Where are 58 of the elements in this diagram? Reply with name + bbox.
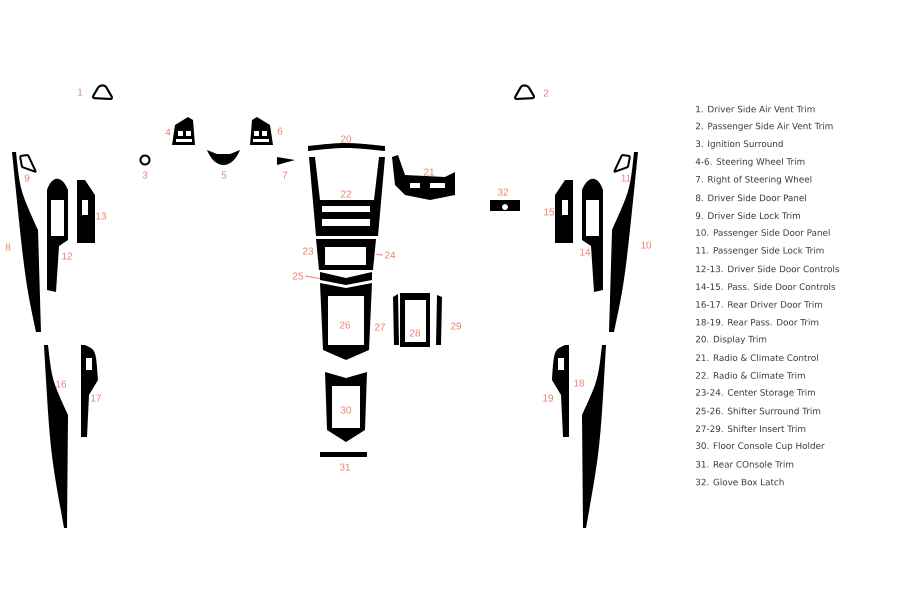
parts-list-entry: 27-29. Shifter Insert Trim [696,425,806,432]
callout-number: 22 [340,190,352,198]
leader-line [305,275,320,280]
callout-number: 30 [340,406,352,414]
callout-number: 15 [544,208,554,216]
parts-list-entry: 11. Passenger Side Lock Trim [696,246,824,256]
callout-number: 3 [142,171,148,179]
parts-list-entry: 8. Driver Side Door Panel [696,194,806,202]
callout-number: 7 [282,172,288,178]
callout-number: 14 [580,248,590,256]
callout-number: 32 [498,188,508,196]
trim-piece [320,272,372,285]
callout-number: 24 [384,252,396,258]
parts-list-entry: 16-17. Rear Driver Door Trim [696,300,822,308]
parts-list-entry: 12-13. Driver Side Door Controls [696,265,839,272]
callout-number: 25 [292,272,304,280]
callout-number: 13 [96,212,106,220]
leader-line [376,254,383,256]
callout-number: 2 [544,90,548,96]
parts-list-entry: 3. Ignition Surround [696,140,783,149]
callout-number: 5 [222,172,226,178]
parts-list-entry: 4-6. Steering Wheel Trim [696,158,804,167]
callout-number: 8 [6,243,10,251]
callout-number: 23 [302,247,314,255]
parts-list-entry: 1. Driver Side Air Vent Trim [696,106,815,112]
callout-number: 20 [340,135,352,143]
callout-number: 27 [374,324,386,330]
parts-list-entry: 20. Display Trim [696,336,766,344]
callout-number: 9 [24,174,30,182]
callout-number: 17 [91,394,102,402]
callout-number: 28 [410,329,420,337]
callout-number: 4 [165,128,170,136]
parts-list-entry: 32. Glove Box Latch [696,478,784,486]
trim-piece [316,239,376,270]
callout-number: 18 [574,379,584,387]
parts-list-entry: 14-15. Pass. Side Door Controls [696,283,836,290]
parts-list-entry: 25-26. Shifter Surround Trim [696,408,820,414]
callout-number: 26 [340,321,350,329]
parts-list-entry: 21. Radio & Climate Control [696,354,818,362]
callout-number: 31 [340,463,350,471]
callout-number: 1 [78,88,82,96]
parts-list-entry: 18-19. Rear Pass. Door Trim [696,318,818,326]
callout-number: 12 [62,252,72,260]
parts-list-entry: 9. Driver Side Lock Trim [696,212,800,219]
callout-number: 21 [424,168,434,176]
parts-list-entry: 23-24. Center Storage Trim [696,388,815,398]
callout-number: 11 [622,174,631,182]
callout-number: 6 [278,127,282,135]
parts-list-entry: 10. Passenger Side Door Panel [696,229,830,238]
parts-list-entry: 2. Passenger Side Air Vent Trim [696,122,833,132]
callout-number: 19 [543,394,554,402]
callout-number: 10 [641,241,652,249]
parts-list-entry: 30. Floor Console Cup Holder [696,442,825,451]
parts-list-entry: 22. Radio & Climate Trim [696,372,805,379]
parts-list-entry: 7. Right of Steering Wheel [696,176,812,184]
callout-number: 16 [56,380,66,388]
callout-number: 29 [450,322,462,330]
parts-list-entry: 31. Rear COnsole Trim [696,460,794,468]
